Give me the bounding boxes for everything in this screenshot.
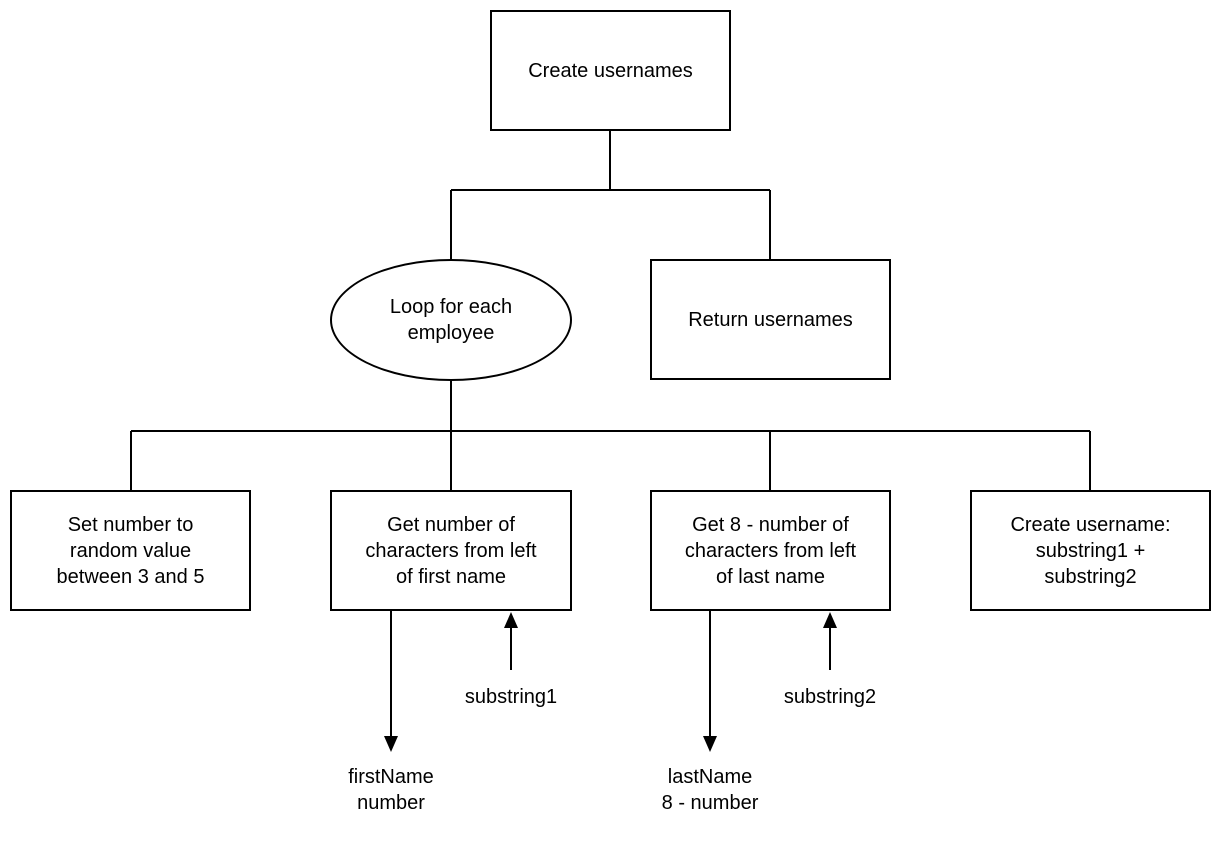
node-create-username: Create username: substring1 + substring2 [970, 490, 1211, 611]
arrowhead-last-in [703, 736, 717, 752]
node-get-first-substring: Get number of characters from left of fi… [330, 490, 572, 611]
node-get-last-label: Get 8 - number of characters from left o… [684, 513, 857, 588]
node-create-usernames-label: Create usernames [528, 59, 693, 82]
node-loop-label: Loop for each employee [389, 296, 513, 344]
node-set-number-label: Set number to random value between 3 and… [56, 513, 205, 588]
node-get-first-label: Get number of characters from left of fi… [365, 513, 537, 588]
arrowhead-last-out [823, 612, 837, 628]
node-create-usernames: Create usernames [490, 10, 731, 131]
node-get-last-substring: Get 8 - number of characters from left o… [650, 490, 891, 611]
flow-label-first-in: firstName number [348, 766, 434, 814]
node-set-number: Set number to random value between 3 and… [10, 490, 251, 611]
flow-label-first-out: substring1 [464, 686, 558, 708]
node-return-label: Return usernames [688, 308, 853, 331]
arrowhead-first-out [504, 612, 518, 628]
node-return-usernames: Return usernames [650, 259, 891, 380]
arrowhead-first-in [384, 736, 398, 752]
flow-label-last-in: lastName 8 - number [661, 766, 759, 814]
node-create-username-label: Create username: substring1 + substring2 [1010, 513, 1171, 588]
flow-label-last-out: substring2 [783, 686, 877, 708]
node-loop-each-employee: Loop for each employee [330, 259, 572, 381]
